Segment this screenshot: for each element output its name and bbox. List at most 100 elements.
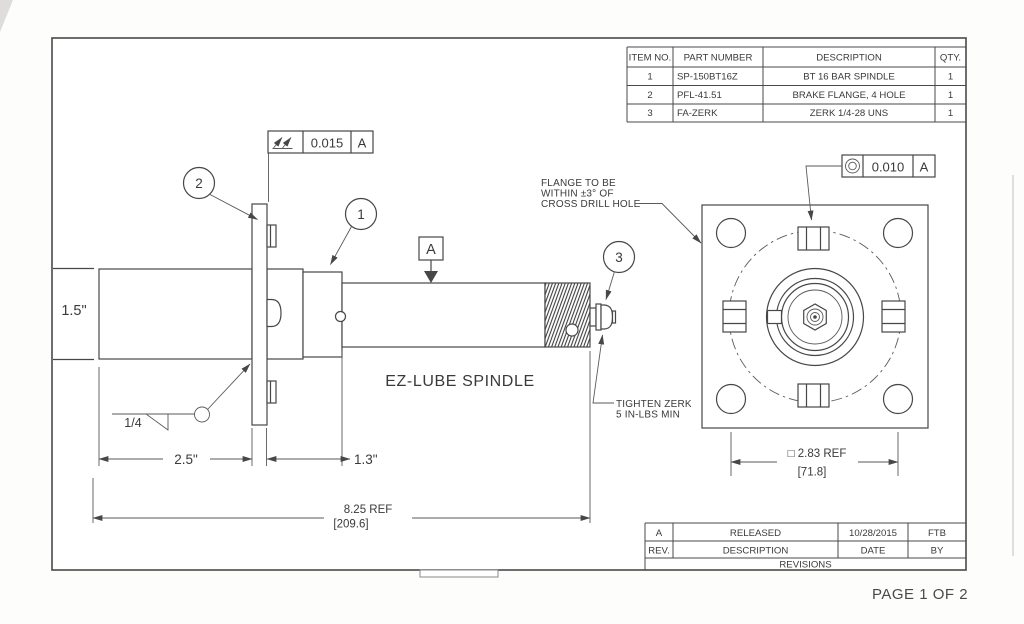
side-view-dimensions: 1.5" 2.5" 1.3" 8.25 REF [209.6] [61, 303, 591, 531]
extension-lines [92, 351, 591, 523]
fillet-weld-icon [144, 413, 169, 431]
balloon-circle [344, 197, 378, 231]
front-view-dimensions: □ 2.83 REF [71.8] [730, 432, 899, 479]
cell-qty: 1 [948, 90, 953, 101]
balloon-circle [182, 166, 216, 200]
axle-tube-break-lines [53, 267, 94, 361]
fcf-datum-ref: A [920, 160, 929, 175]
fcf-total-runout: 0.015 A [267, 130, 374, 202]
weld-symbol: 1/4 [112, 363, 251, 431]
weld-leader [207, 363, 251, 410]
cell-desc: ZERK 1/4-28 UNS [810, 108, 888, 119]
note-line: 5 IN-LBS MIN [616, 410, 680, 421]
front-view-flange: 0.010 A □ 2.83 REF [71.8] [701, 154, 936, 479]
hub-boss [266, 298, 282, 328]
spindle-barrel [98, 268, 253, 360]
balloon-leader [209, 194, 258, 220]
parts-table-grid [626, 46, 966, 123]
weld-size: 1/4 [124, 416, 141, 430]
brake-flange-plate [251, 203, 268, 426]
balloon-leader [605, 271, 615, 300]
hub-circle [787, 289, 843, 345]
note-leader [638, 203, 702, 244]
balloon-number: 2 [195, 176, 203, 191]
cross-drill-hole [565, 323, 579, 337]
note-line: CROSS DRILL HOLE [541, 199, 641, 210]
zerk-hex-front [803, 303, 827, 331]
dim-tube-od: 1.5" [61, 303, 86, 319]
balloon-number: 3 [615, 250, 623, 265]
flange-orientation-note: FLANGE TO BE WITHIN ±3° OF CROSS DRILL H… [541, 178, 702, 244]
revisions-title: REVISIONS [779, 560, 831, 571]
parts-table-row: 2 PFL-41.51 BRAKE FLANGE, 4 HOLE 1 [647, 90, 953, 101]
mount-hole [715, 383, 747, 415]
castle-slot-right [881, 300, 906, 333]
page-number: PAGE 1 OF 2 [872, 586, 968, 603]
fcf-dividers [862, 155, 914, 177]
zerk-dome [600, 304, 614, 330]
header-by: BY [931, 546, 944, 557]
parts-table-row: 1 SP-150BT16Z BT 16 BAR SPINDLE 1 [647, 72, 953, 83]
castle-slot-left [722, 300, 747, 333]
parts-col-header-desc: DESCRIPTION [816, 53, 882, 64]
concentricity-icon [845, 158, 860, 174]
fcf-tolerance: 0.015 [311, 136, 344, 151]
datum-flag: A [418, 236, 444, 283]
hub-notch [766, 309, 783, 325]
balloon-leader [330, 226, 352, 265]
cell-by: FTB [928, 528, 946, 539]
parts-table: ITEM NO. PART NUMBER DESCRIPTION QTY. 1 … [626, 46, 966, 123]
weld-all-around-icon [194, 406, 210, 423]
dim-mid-length: 1.3" [354, 452, 378, 467]
cell-desc: RELEASED [730, 528, 781, 539]
cell-item: 2 [647, 90, 652, 101]
total-runout-icon [272, 137, 293, 149]
cell-desc: BT 16 BAR SPINDLE [803, 72, 895, 83]
revisions-grid [644, 522, 966, 570]
cell-qty: 1 [948, 108, 953, 119]
annotation-notes: FLANGE TO BE WITHIN ±3° OF CROSS DRILL H… [541, 178, 702, 421]
mount-hole [882, 383, 914, 415]
header-date: DATE [861, 546, 886, 557]
zerk-neck [589, 307, 597, 327]
view-title: EZ-LUBE SPINDLE [385, 373, 534, 390]
spindle-shaft [341, 282, 546, 348]
revisions-header-row: REV. DESCRIPTION DATE BY [648, 546, 944, 557]
cell-item: 1 [647, 72, 652, 83]
zerk-circle [806, 308, 824, 326]
cell-part: PFL-41.51 [677, 90, 722, 101]
zerk-collar [595, 303, 602, 331]
castle-slot-top [797, 226, 830, 251]
parts-col-header-item: ITEM NO. [629, 53, 672, 64]
cell-date: 10/28/2015 [849, 528, 897, 539]
mount-hole [715, 217, 747, 249]
dim-overall-inch: 8.25 REF [344, 504, 393, 516]
zerk-tip [611, 310, 617, 324]
datum-letter: A [426, 242, 436, 258]
fcf-concentricity: 0.010 A [805, 154, 936, 221]
parts-col-header-part: PART NUMBER [684, 53, 753, 64]
castle-slot-bottom [797, 383, 830, 408]
fcf-leader [805, 165, 842, 221]
cell-desc: BRAKE FLANGE, 4 HOLE [792, 90, 905, 101]
fcf-box [267, 130, 374, 154]
cell-qty: 1 [948, 72, 953, 83]
dim-square-mm: [71.8] [798, 467, 827, 479]
zerk-circle [810, 312, 820, 322]
cell-rev: A [656, 528, 663, 539]
parts-table-row: 3 FA-ZERK ZERK 1/4-28 UNS 1 [647, 108, 953, 119]
mount-hole [882, 217, 914, 249]
zerk-center [813, 315, 817, 319]
balloon-circle [602, 240, 636, 274]
header-desc: DESCRIPTION [723, 546, 789, 557]
header-rev: REV. [648, 546, 670, 557]
note-line: WITHIN ±3° OF [541, 189, 614, 200]
flange-lug-bottom [266, 380, 277, 404]
hub-outer-circle [765, 267, 865, 367]
fcf-tolerance: 0.010 [872, 160, 905, 175]
zerk-torque-note: TIGHTEN ZERK 5 IN-LBS MIN [592, 334, 692, 421]
note-line: FLANGE TO BE [541, 178, 616, 189]
extension-lines [730, 432, 899, 476]
zerk-fitting [589, 303, 617, 331]
